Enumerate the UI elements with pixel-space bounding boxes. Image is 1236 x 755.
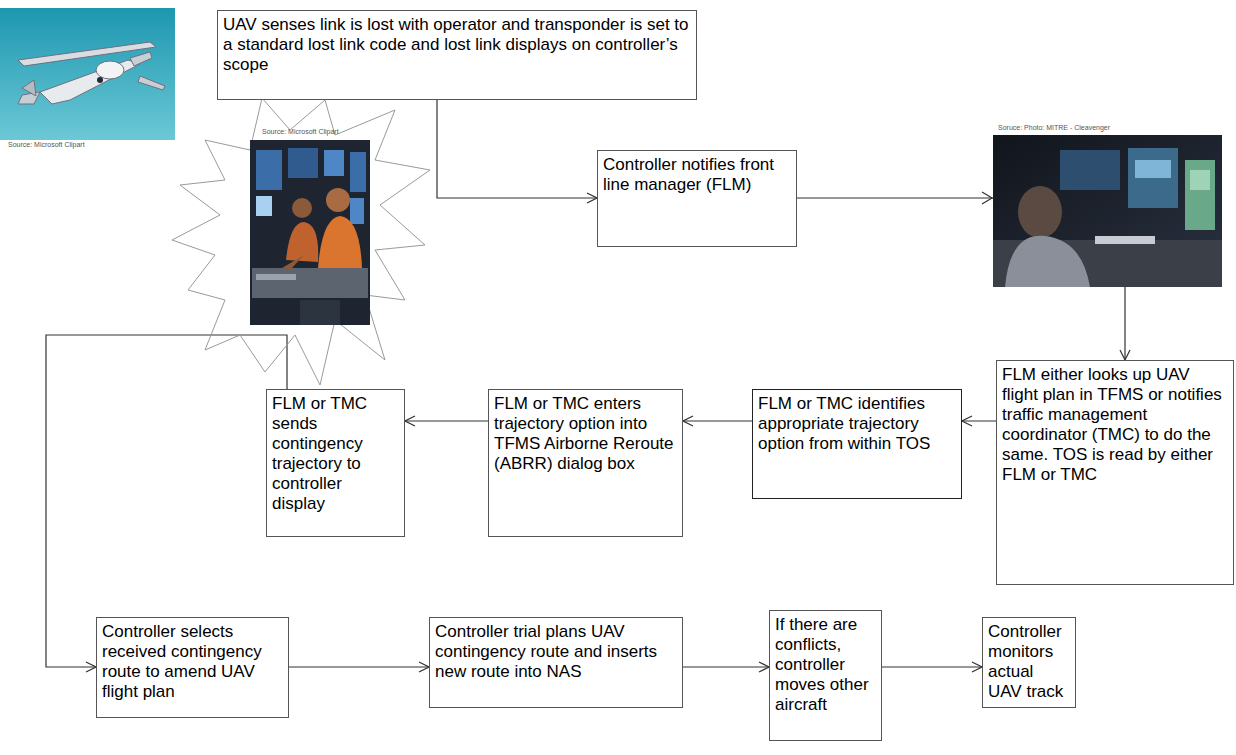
box-text: Controller trial plans UAV contingency r… bbox=[435, 622, 677, 682]
flow-arrow bbox=[289, 666, 429, 667]
flow-arrow bbox=[405, 420, 488, 421]
process-box: FLM either looks up UAV flight plan in T… bbox=[996, 360, 1234, 585]
flow-arrow bbox=[962, 420, 996, 421]
box-text: FLM or TMC sends contingency trajectory … bbox=[272, 394, 399, 514]
control-room-photo bbox=[993, 135, 1222, 287]
source-credit: Soruce: Photo: MITRE - Cleavenger bbox=[998, 124, 1110, 132]
source-credit: Source: Microsoft Clipart bbox=[262, 128, 339, 136]
box-text: FLM either looks up UAV flight plan in T… bbox=[1002, 365, 1228, 485]
process-box: Controller selects received contingency … bbox=[96, 617, 289, 718]
box-text: FLM or TMC identifies appropriate trajec… bbox=[758, 394, 956, 454]
box-text: UAV senses link is lost with operator an… bbox=[223, 15, 691, 75]
box-text: Controller monitors actual UAV track bbox=[988, 622, 1070, 702]
source-credit: Source: Microsoft Clipart bbox=[8, 141, 85, 149]
process-box: Controller notifies front line manager (… bbox=[597, 150, 797, 247]
arrowhead bbox=[982, 192, 992, 204]
process-box: FLM or TMC sends contingency trajectory … bbox=[266, 389, 405, 537]
box-text: Controller notifies front line manager (… bbox=[603, 155, 791, 195]
process-box: If there are conflicts, controller moves… bbox=[769, 610, 882, 741]
controllers-illustration bbox=[250, 140, 370, 325]
flow-arrow bbox=[882, 666, 982, 667]
box-text: Controller selects received contingency … bbox=[102, 622, 283, 702]
process-box: Controller monitors actual UAV track bbox=[982, 617, 1076, 708]
process-box: Controller trial plans UAV contingency r… bbox=[429, 617, 683, 708]
flow-arrow bbox=[683, 666, 769, 667]
process-box: FLM or TMC identifies appropriate trajec… bbox=[752, 389, 962, 499]
uav-illustration bbox=[0, 8, 175, 140]
process-box: UAV senses link is lost with operator an… bbox=[217, 10, 697, 100]
flow-arrow bbox=[437, 100, 597, 198]
box-text: If there are conflicts, controller moves… bbox=[775, 615, 876, 715]
starburst-outline bbox=[172, 98, 430, 385]
flow-arrow bbox=[683, 420, 752, 421]
box-text: FLM or TMC enters trajectory option into… bbox=[494, 394, 677, 474]
process-box: FLM or TMC enters trajectory option into… bbox=[488, 389, 683, 537]
